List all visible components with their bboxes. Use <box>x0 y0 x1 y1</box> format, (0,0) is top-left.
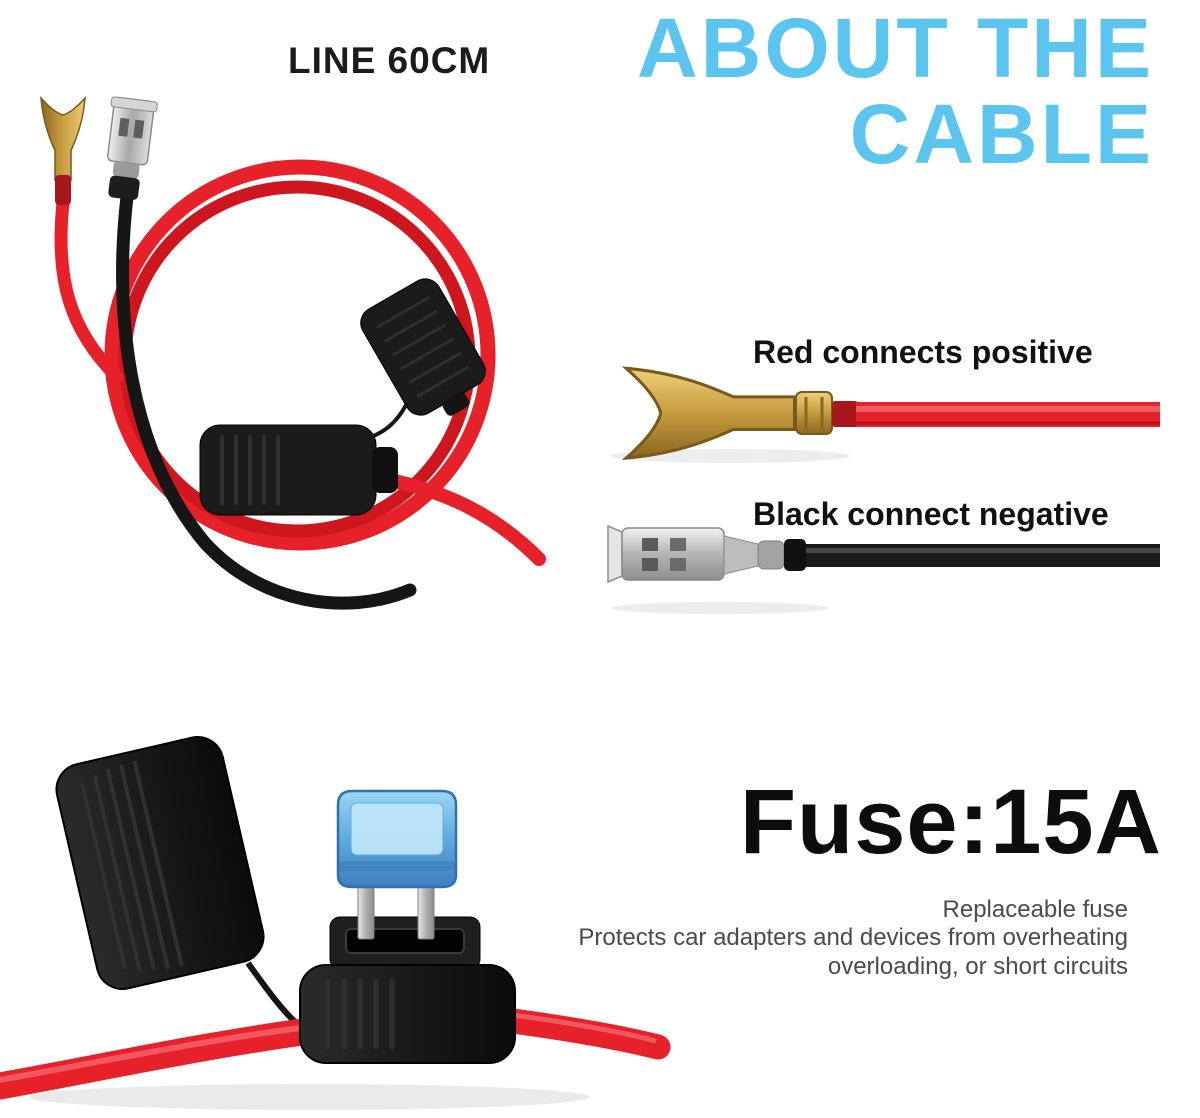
fuse-rating-title: Fuse:15A <box>739 771 1162 873</box>
black-terminal-illustration <box>607 524 1160 614</box>
red-cable-lead <box>54 196 124 384</box>
black-wire <box>784 539 1160 571</box>
red-wire-left <box>0 1017 324 1100</box>
red-wire-right <box>492 1007 671 1060</box>
fuse-holder-body <box>299 916 516 1064</box>
title-line-2: CABLE <box>849 86 1154 181</box>
fuse-holder-body <box>199 424 398 516</box>
fuse-description-line-2: Protects car adapters and devices from o… <box>578 924 1128 952</box>
fuse-description-line-3: overloading, or short circuits <box>827 952 1128 980</box>
fork-terminal-icon <box>621 366 833 460</box>
spade-terminal-icon <box>607 524 785 584</box>
red-wire <box>832 401 1160 427</box>
fuse-holder-cap <box>360 278 486 416</box>
fuse-description: Replaceable fuse Protects car adapters a… <box>578 896 1128 981</box>
red-cable-exit <box>366 470 546 566</box>
red-terminal-illustration <box>610 366 1160 463</box>
line-length-label: LINE 60CM <box>288 40 491 81</box>
blade-fuse-icon <box>336 789 458 940</box>
fuse-assembly-illustration <box>0 736 671 1110</box>
black-cable <box>116 190 417 610</box>
red-positive-label: Red connects positive <box>753 334 1093 370</box>
spade-terminal-icon <box>107 96 158 200</box>
fuse-holder-cap <box>55 736 265 990</box>
black-negative-label: Black connect negative <box>753 496 1109 532</box>
fuse-description-line-1: Replaceable fuse <box>942 896 1128 923</box>
about-the-cable-title: ABOUT THE CABLE <box>637 1 1154 181</box>
coiled-cable-illustration <box>40 95 546 610</box>
title-line-1: ABOUT THE <box>637 1 1154 95</box>
fork-terminal-icon <box>40 95 86 205</box>
